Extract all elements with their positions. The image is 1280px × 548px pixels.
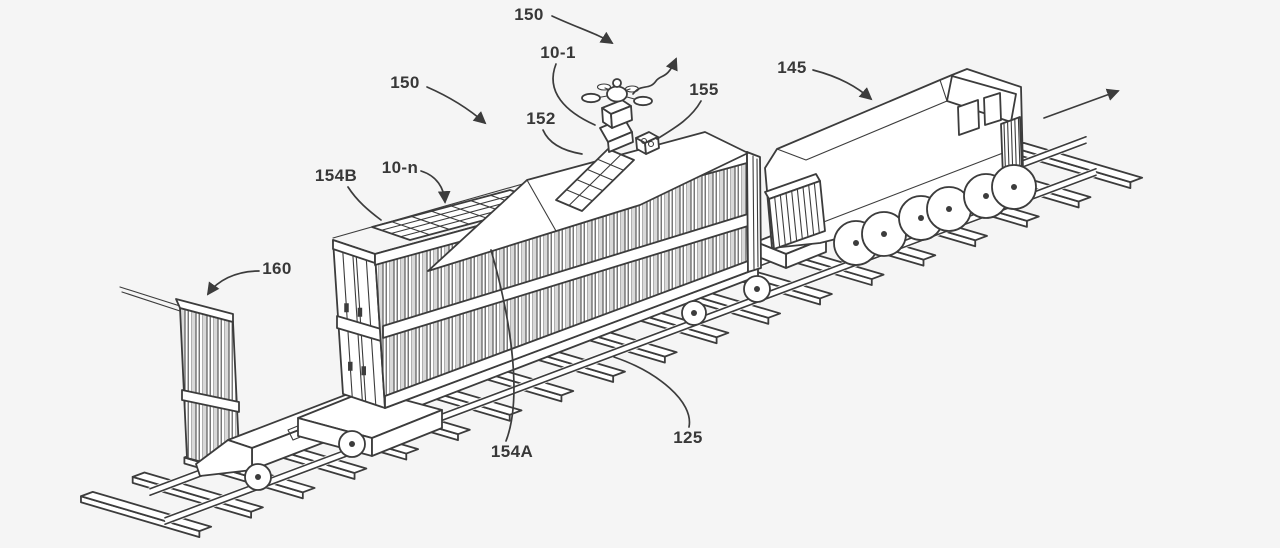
package-side <box>610 105 633 129</box>
travel-direction-arrow <box>1043 88 1120 119</box>
sensor-side <box>644 136 660 155</box>
grille-slat <box>802 186 809 238</box>
label-160: 160 <box>262 259 292 278</box>
label-154B: 154B <box>315 166 357 185</box>
label-155: 155 <box>689 80 719 99</box>
roof-cover-fold-line <box>526 179 557 232</box>
rotor-front-left <box>581 92 601 104</box>
leader-150-top-arrow <box>551 15 614 45</box>
sensor-lens-2 <box>647 140 655 148</box>
door-hinge-clip <box>357 307 363 317</box>
locomotive-wheel-hub <box>918 215 924 221</box>
leader-154A <box>490 249 515 442</box>
leftcar-mid-band <box>181 389 240 413</box>
flatcar-wheel-hub <box>691 310 697 316</box>
locomotive-wheel-hub <box>853 240 859 246</box>
grille-slat <box>774 196 781 248</box>
container-right-post-lines <box>752 155 759 270</box>
track-tie <box>80 490 213 533</box>
locomotive-wheel-hub <box>1011 184 1017 190</box>
open-hatch-panel <box>555 148 635 212</box>
leader-152 <box>542 129 583 155</box>
leader-125 <box>613 356 691 428</box>
grille-slat <box>791 190 798 242</box>
label-154A: 154A <box>491 442 533 461</box>
door-hinge-clip <box>361 366 366 376</box>
near-rail-bottom <box>164 174 1097 526</box>
roof-sensor-unit <box>635 131 660 155</box>
vent-slat <box>1017 117 1021 168</box>
grid-row-line <box>380 192 521 231</box>
vent-slat <box>1014 119 1017 170</box>
grille-slat <box>796 188 803 240</box>
flatcar-wheel-hub <box>349 441 355 447</box>
label-145: 145 <box>777 58 807 77</box>
cab-window-1 <box>957 99 980 136</box>
vent-slat <box>1010 120 1014 171</box>
locomotive-wheel-hub <box>946 206 952 212</box>
drone-arms <box>595 87 639 101</box>
drone-camera-knob <box>612 78 622 88</box>
flatcar-wheel-hub <box>754 286 760 292</box>
door-hinge-clip <box>344 303 349 313</box>
drone-dock-front <box>607 131 634 153</box>
grille-slat <box>779 194 786 246</box>
leader-160-arrow <box>206 270 260 296</box>
label-152: 152 <box>526 109 556 128</box>
leader-145-arrow <box>812 69 873 101</box>
leader-10-1 <box>552 63 596 126</box>
flatcar-wheels <box>244 275 771 491</box>
adjacent-railcar <box>119 286 241 473</box>
leftcar-roof-ridge-2 <box>121 291 181 312</box>
locomotive <box>764 68 1037 266</box>
cab-window-2 <box>983 92 1002 126</box>
leftcar-corrugated-wall <box>180 308 240 472</box>
label-125: 125 <box>673 428 703 447</box>
leader-155 <box>656 100 702 140</box>
grille-slat <box>813 182 820 234</box>
label-150-left: 150 <box>390 73 420 92</box>
locomotive-wheel-hub <box>881 231 887 237</box>
vent-slat <box>1007 122 1010 173</box>
container-car <box>332 131 762 409</box>
label-10-n: 10-n <box>382 158 419 177</box>
door-hinge-clip <box>348 361 353 371</box>
vent-slat <box>1003 123 1007 174</box>
delivery-drone <box>581 78 653 153</box>
locomotive-wheels <box>833 164 1037 266</box>
grille-slat <box>808 184 815 236</box>
grille-slat <box>785 192 792 244</box>
annotations: 150 10-1 155 152 145 150 10-n 154B 160 1… <box>206 5 1120 461</box>
leftcar-roof-ridge <box>119 286 181 307</box>
sensor-lens-1 <box>640 137 648 145</box>
hatch-center-line <box>568 153 622 207</box>
leftcar-top-rail <box>175 298 234 323</box>
drone-flight-path-arrow <box>632 57 678 95</box>
leader-150-left-arrow <box>426 86 487 125</box>
label-150-top: 150 <box>514 5 544 24</box>
leader-154B <box>347 186 382 221</box>
locomotive-wheel-hub <box>983 193 989 199</box>
drone-body <box>606 85 628 103</box>
label-10-1: 10-1 <box>540 43 576 62</box>
leader-10-n-arrow <box>420 170 451 204</box>
rotor-front-right <box>633 95 653 107</box>
flatcar-box-front <box>371 409 443 457</box>
rear-vent-slats <box>1003 117 1021 174</box>
flatcar-wheel-hub <box>255 474 261 480</box>
front-grille-slats <box>774 182 820 248</box>
